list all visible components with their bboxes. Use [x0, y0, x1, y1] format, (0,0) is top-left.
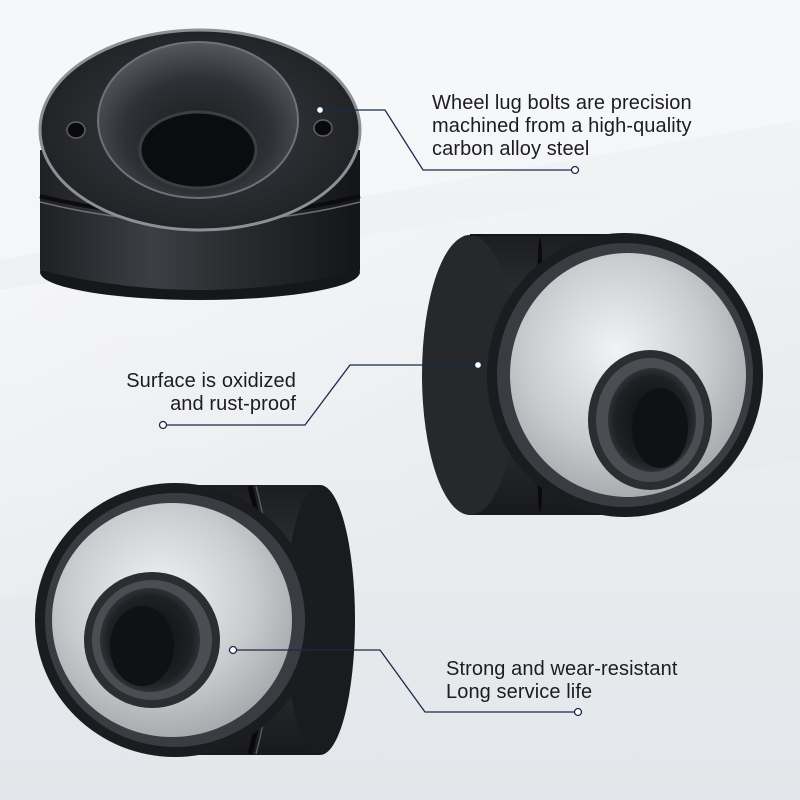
callout-oxidized-surface: Surface is oxidized and rust-proof — [96, 370, 296, 416]
callout-leader-3 — [228, 645, 583, 717]
mounting-hole — [313, 119, 333, 137]
bottom-nut — [35, 483, 355, 757]
middle-nut — [422, 233, 763, 517]
callout-line: Strong and wear-resistant — [446, 658, 678, 680]
callout-line: Long service life — [446, 681, 593, 703]
mounting-hole — [66, 121, 86, 139]
callout-wear-resistant: Strong and wear-resistant Long service l… — [446, 658, 678, 704]
callout-line: machined from a high-quality — [432, 115, 692, 137]
callout-line: carbon alloy steel — [432, 138, 590, 160]
callout-leader-1 — [315, 105, 580, 175]
callout-leader-2 — [158, 360, 483, 430]
callout-line: Wheel lug bolts are precision — [432, 92, 692, 114]
callout-line: and rust-proof — [170, 393, 296, 415]
callout-precision-machined: Wheel lug bolts are precision machined f… — [432, 92, 692, 161]
callout-line: Surface is oxidized — [126, 370, 296, 392]
top-nut — [38, 28, 362, 300]
